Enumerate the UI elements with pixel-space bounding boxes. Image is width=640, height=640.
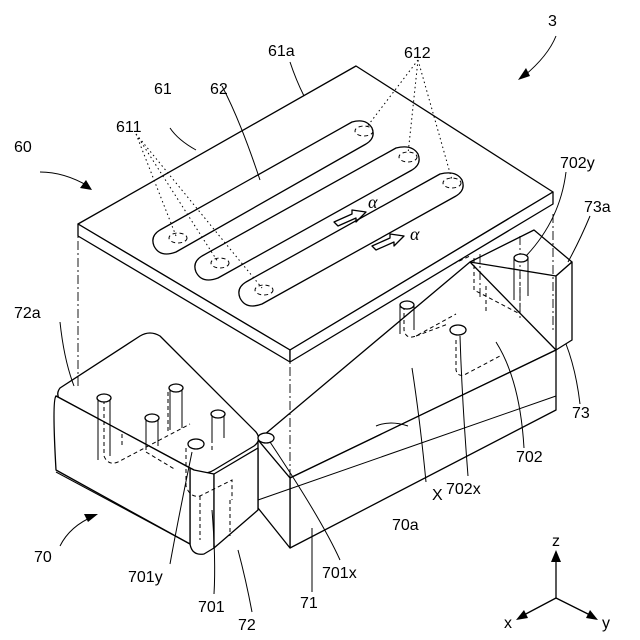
axis-x-label: x	[504, 615, 512, 632]
label-coil-left-y: 701y	[128, 569, 163, 586]
label-coil-left: 701	[198, 599, 225, 616]
label-core-assembly: 70	[34, 549, 52, 566]
label-center-face: 70a	[392, 517, 419, 534]
label-center-core: 71	[300, 595, 318, 612]
label-alpha-2: α	[410, 224, 420, 244]
label-fig-number: 3	[548, 13, 557, 30]
axis-triad	[516, 550, 598, 620]
axis-z-label: z	[552, 533, 560, 550]
label-coil-right-x: 702x	[446, 481, 481, 498]
label-core-right: 73	[572, 405, 590, 422]
label-core-right-face: 73a	[584, 199, 611, 216]
label-coil-left-x: 701x	[322, 565, 357, 582]
label-board-body: 61	[154, 81, 172, 98]
label-board-top-face: 61a	[268, 43, 295, 60]
label-bridge-top-right: 702y	[560, 155, 595, 172]
label-axis-x: X	[432, 487, 443, 504]
axis-y-label: y	[602, 615, 610, 632]
label-terminal-holes-right: 612	[404, 45, 431, 62]
right-core-front	[556, 262, 572, 350]
label-coil-right: 702	[516, 449, 543, 466]
label-core-left: 72	[238, 617, 256, 634]
label-alpha-1: α	[368, 192, 378, 212]
label-terminal-holes-left: 611	[116, 119, 142, 136]
label-slot: 62	[210, 81, 228, 98]
label-core-left-face: 72a	[14, 305, 41, 322]
label-circuit-board: 60	[14, 139, 32, 156]
